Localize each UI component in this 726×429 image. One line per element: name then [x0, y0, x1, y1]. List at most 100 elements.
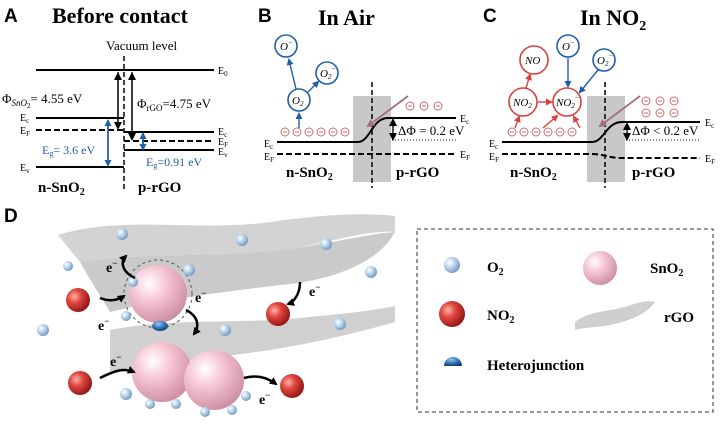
rgo-ev-label: Ev [218, 147, 228, 159]
arrow-e-3 [185, 308, 201, 336]
arrow-o2-to-o [286, 58, 297, 90]
c-electrons-left [507, 127, 577, 137]
panel-a-title: Before contact [52, 3, 188, 28]
panel-c-rgo-label: p-rGO [632, 165, 675, 181]
legend-o2-label: O2 [487, 260, 504, 278]
electron-label-1: e− [106, 258, 117, 276]
c-molecule-no: NO [519, 45, 549, 75]
b-ef-label: EF [264, 152, 274, 164]
phi-sno2-label: ΦSnO2= 4.55 eV [2, 91, 83, 110]
panel-a: A Before contact Vacuum level E0 Ec EF E… [2, 3, 228, 198]
legend: O2 SnO2 NO2 rGO Heterojunction [416, 228, 714, 413]
c-conduction-band [502, 121, 700, 143]
arrow-e-4 [286, 281, 302, 306]
legend-sno2-label: SnO2 [650, 261, 683, 279]
c-molecule-no2-minus: NO2− [552, 87, 582, 117]
sno2-sphere-top [123, 259, 193, 329]
panel-a-sno2-label: n-SnO2 [38, 180, 85, 198]
phi-rgo-label: ΦrGO=4.75 eV [137, 96, 212, 113]
label-e0: E0 [218, 66, 228, 78]
legend-rgo-label: rGO [664, 310, 694, 326]
legend-box [416, 228, 714, 413]
c-electron-flow-arrow [598, 95, 641, 128]
sno2-sphere-bottom-right [184, 350, 244, 410]
c-electrons-right [641, 96, 679, 118]
panel-d-letter: D [4, 206, 18, 227]
electron-label-2: e− [98, 316, 109, 334]
electrons-left [280, 127, 350, 137]
vacuum-level-label: Vacuum level [106, 38, 178, 53]
arrow-e-1 [118, 254, 136, 280]
electron-flow-arrow [366, 95, 409, 128]
electron-label-4: e− [309, 282, 320, 300]
c-molecule-no2: NO2 [508, 87, 538, 117]
c-molecule-o-minus: O− [556, 34, 580, 58]
c-ec-label: Ec [489, 139, 498, 151]
rgo-ec-label: Ec [218, 127, 227, 139]
sno2-sphere-bottom-left [132, 342, 192, 402]
panel-d: D [4, 206, 714, 417]
c-molecule-o2-minus: O2− [592, 48, 616, 72]
c-ec-right-label: Ec [705, 118, 714, 130]
c-arrow-no2-to-no [525, 73, 532, 89]
eg-rgo-label: Eg=0.91 eV [146, 155, 202, 170]
panel-b-letter: B [258, 6, 272, 27]
electron-label-5: e− [110, 352, 121, 370]
panel-b: B In Air Ec EF Ec EF ΔΦ = 0.2 eV [258, 5, 470, 188]
arrow-o2-to-o2minus [307, 80, 320, 93]
svg-text:O−: O− [280, 39, 293, 53]
legend-heterojunction-icon [444, 357, 462, 366]
c-ef-right-label: EF [705, 154, 715, 166]
b-ef-right-label: EF [460, 150, 470, 162]
svg-text:NO2−: NO2− [555, 94, 580, 110]
rgo-sheet-top [58, 214, 395, 262]
legend-no2-icon [439, 301, 465, 327]
panel-c-letter: C [483, 6, 497, 27]
panel-c-title: In NO2 [580, 5, 646, 34]
c-fermi-level [502, 153, 700, 159]
electrons-right [405, 101, 443, 111]
o2-balls [37, 228, 377, 417]
b-ec-right-label: Ec [460, 114, 469, 126]
legend-o2-icon [444, 257, 460, 273]
conduction-band [277, 117, 456, 143]
c-arrow-e-to-no2minus-b [573, 115, 581, 129]
molecule-o2: O2 [287, 88, 311, 112]
sno2-ef-label: EF [20, 126, 30, 138]
delta-phi-label: ΔΦ = 0.2 eV [398, 123, 465, 138]
c-delta-phi-label: ΔΦ < 0.2 eV [632, 123, 699, 138]
svg-text:NO2: NO2 [512, 97, 532, 110]
legend-sno2-icon [583, 251, 617, 285]
sno2-ec-label: Ec [20, 113, 29, 125]
arrow-e-2 [99, 294, 126, 303]
svg-text:NO: NO [524, 55, 540, 67]
panel-b-title: In Air [318, 5, 375, 30]
panel-c: C In NO2 Ec EF Ec EF ΔΦ < 0.2 eV [483, 5, 715, 188]
c-arrow-e-to-no2 [514, 115, 521, 129]
svg-text:O2: O2 [292, 95, 304, 108]
panel-b-rgo-label: p-rGO [396, 165, 439, 181]
sno2-ev-label: Ev [20, 163, 30, 175]
b-ec-label: Ec [264, 139, 273, 151]
rgo-ef-label: EF [218, 137, 228, 149]
panel-a-letter: A [4, 6, 18, 27]
svg-text:O2−: O2− [320, 65, 336, 81]
legend-heterojunction-label: Heterojunction [487, 358, 585, 374]
svg-text:O−: O− [562, 39, 575, 53]
panel-c-sno2-label: n-SnO2 [510, 165, 557, 183]
c-arrow-e-to-no2minus-a [542, 114, 559, 129]
heterojunction-node [152, 321, 168, 331]
eg-sno2-label: Eg= 3.6 eV [42, 143, 95, 158]
svg-text:O2−: O2− [597, 52, 613, 68]
molecule-o-minus: O− [274, 34, 298, 58]
no2-balls [66, 288, 304, 398]
molecule-o2-minus: O2− [315, 61, 339, 85]
panel-b-sno2-label: n-SnO2 [286, 165, 333, 183]
panel-a-rgo-label: p-rGO [138, 180, 181, 196]
c-arrow-o2minus-to-no2minus [578, 69, 599, 94]
legend-rgo-icon [575, 301, 655, 330]
arrow-e-5 [99, 366, 136, 380]
c-depletion-region [587, 96, 625, 182]
arrow-e-6 [243, 375, 278, 386]
